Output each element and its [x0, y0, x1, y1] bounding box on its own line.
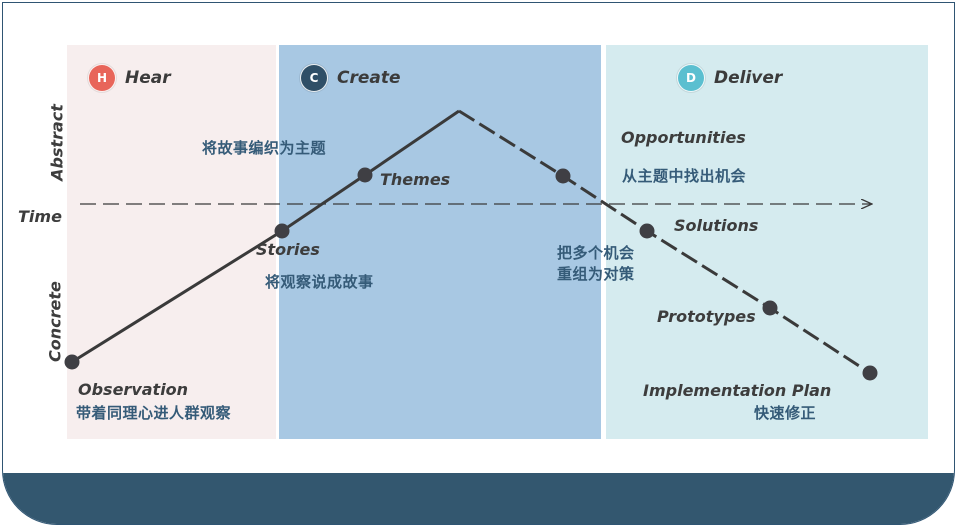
- stage-solutions-cn-2: 重组为对策: [557, 265, 635, 283]
- stage-implementation-cn: 快速修正: [754, 404, 817, 422]
- stage-opportunities-label: Opportunities: [621, 128, 746, 147]
- point-themes: [357, 167, 373, 183]
- point-solutions: [639, 223, 655, 239]
- hear-panel: [67, 45, 276, 439]
- point-implementation: [862, 365, 878, 381]
- point-prototypes: [762, 300, 778, 316]
- phase-hear-label: Hear: [125, 68, 171, 88]
- stage-opportunities-cn: 从主题中找出机会: [622, 167, 747, 185]
- stage-solutions-cn-1: 把多个机会: [557, 244, 635, 262]
- footer-band: [3, 473, 954, 524]
- stage-stories-label: Stories: [256, 240, 320, 259]
- stage-implementation-label: Implementation Plan: [643, 381, 832, 400]
- stage-solutions-label: Solutions: [674, 216, 759, 235]
- deliver-badge-icon: D: [677, 64, 705, 92]
- phase-create-label: Create: [337, 68, 401, 88]
- create-badge-icon: C: [300, 64, 328, 92]
- axis-abstract-label: Abstract: [47, 104, 67, 181]
- hear-badge-icon: H: [88, 64, 116, 92]
- phase-hear: H Hear: [88, 64, 171, 92]
- phase-deliver-label: Deliver: [714, 68, 783, 88]
- stage-observation-label: Observation: [78, 380, 189, 399]
- create-panel: [279, 45, 601, 439]
- point-stories: [274, 223, 290, 239]
- point-opportunities: [555, 168, 571, 184]
- stage-prototypes-label: Prototypes: [657, 307, 756, 326]
- stage-themes-label: Themes: [380, 170, 451, 189]
- ascending-path: [71, 109, 460, 364]
- descending-path: [458, 109, 871, 375]
- stage-stories-cn: 将观察说成故事: [265, 273, 374, 291]
- stage-observation-cn: 带着同理心进人群观察: [76, 404, 232, 422]
- stage-themes-cn: 将故事编织为主题: [202, 139, 327, 157]
- phase-create: C Create: [300, 64, 401, 92]
- point-observation: [64, 354, 80, 370]
- phase-deliver: D Deliver: [677, 64, 782, 92]
- axis-time-label: Time: [18, 207, 62, 226]
- axis-concrete-label: Concrete: [45, 281, 65, 362]
